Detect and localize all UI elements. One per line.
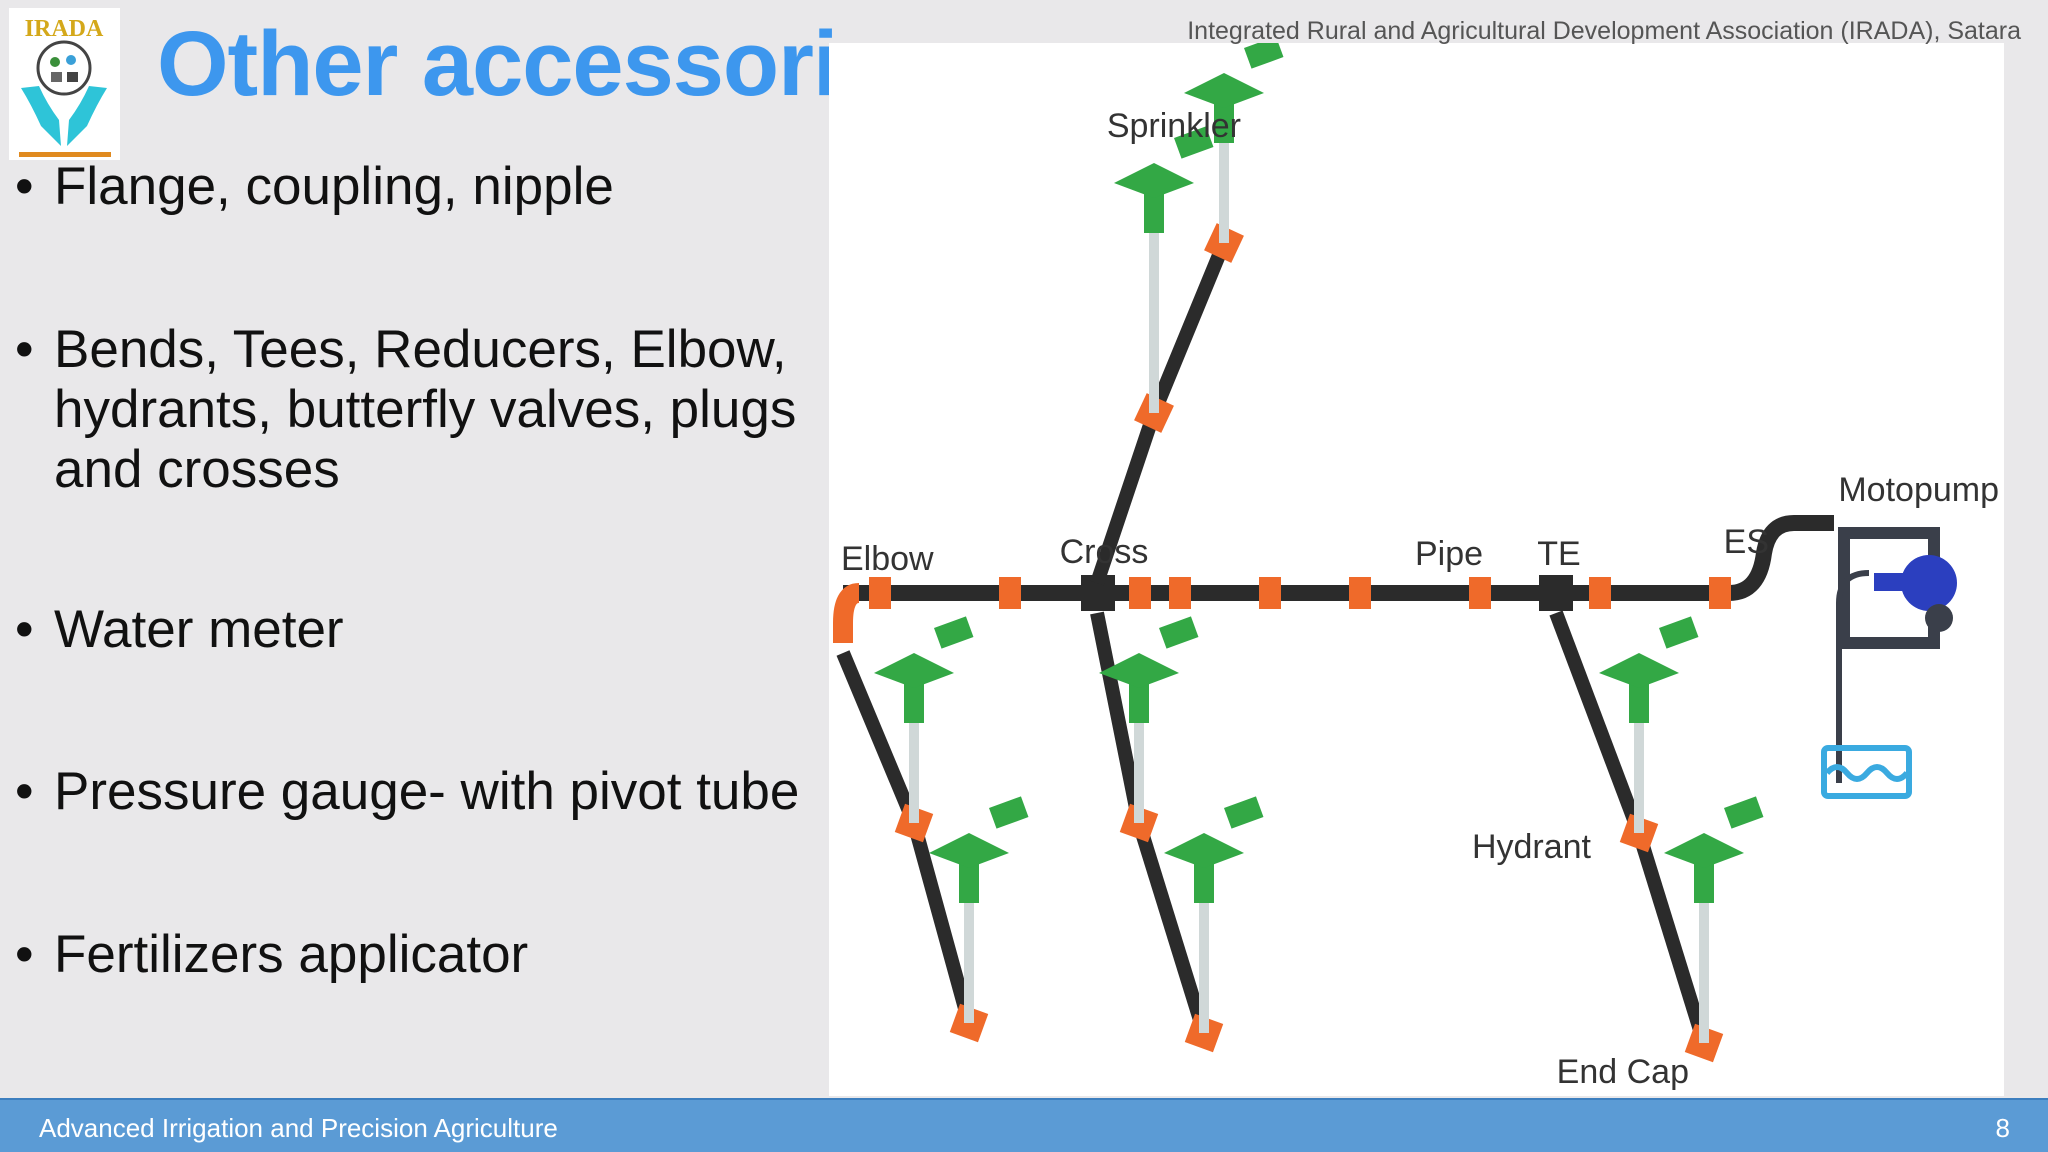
bullet-text: Fertilizers applicator	[54, 925, 529, 984]
bullet-text: Water meter	[54, 600, 344, 659]
bullet-text: Pressure gauge- with pivot tube	[54, 762, 800, 821]
label-elbow: Elbow	[841, 540, 934, 578]
label-motopump: Motopump	[1838, 471, 1999, 509]
elbow-fitting	[833, 583, 861, 643]
water-source	[1821, 745, 1912, 799]
bullet-marker: •	[15, 157, 34, 216]
bullet-marker: •	[15, 762, 34, 821]
logo-text: IRADA	[25, 16, 104, 42]
label-end-cap: End Cap	[1557, 1053, 1689, 1091]
es-pipe	[1728, 515, 1834, 601]
bullet-marker: •	[15, 600, 34, 659]
irrigation-diagram: Sprinkler Elbow Cross Pipe TE ES Motopum…	[829, 43, 2004, 1096]
irada-logo-graphic: IRADA	[19, 16, 111, 157]
label-te: TE	[1537, 535, 1580, 573]
label-pipe: Pipe	[1415, 535, 1483, 573]
page-number: 8	[1995, 1113, 2010, 1143]
motopump	[1836, 527, 1957, 783]
label-es: ES	[1724, 523, 1769, 561]
irada-logo: IRADA	[9, 8, 120, 160]
organization-name: Integrated Rural and Agricultural Develo…	[1187, 17, 2021, 45]
label-sprinkler: Sprinkler	[1107, 107, 1241, 145]
irrigation-diagram-graphic: Sprinkler Elbow Cross Pipe TE ES Motopum…	[833, 43, 1999, 1091]
label-hydrant: Hydrant	[1472, 828, 1592, 866]
footer-course-title: Advanced Irrigation and Precision Agricu…	[39, 1113, 558, 1143]
bullet-text: Bends, Tees, Reducers, Elbow, hydrants, …	[54, 320, 797, 499]
main-fittings	[869, 577, 1731, 609]
footer-bar: Advanced Irrigation and Precision Agricu…	[0, 1098, 2048, 1152]
bullet-text: Flange, coupling, nipple	[54, 157, 614, 216]
lower-branch-1	[836, 650, 989, 1043]
label-cross: Cross	[1060, 533, 1149, 571]
te-fitting	[1539, 575, 1573, 611]
sprinkler-heads	[874, 43, 1764, 903]
bullet-marker: •	[15, 925, 34, 984]
slide-title: Other accessories	[157, 13, 939, 115]
bullet-marker: •	[15, 320, 34, 379]
